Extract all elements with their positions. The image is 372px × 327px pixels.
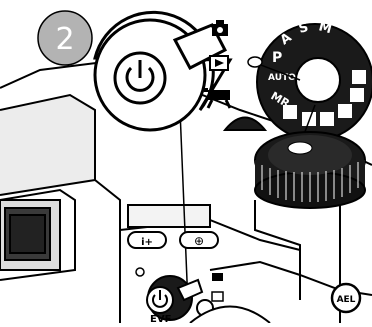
portrait-icon [283, 105, 297, 119]
step-badge: 2 [38, 11, 92, 65]
info-button-label: i+ [141, 237, 153, 248]
indicator-button[interactable] [136, 268, 144, 276]
camera-icon [212, 20, 228, 36]
step-number: 2 [55, 22, 74, 57]
mode-dial: P A S M AUTO MR [248, 19, 372, 140]
evf-label: EVF [150, 314, 171, 323]
mode-label-auto: AUTO [268, 73, 296, 83]
eyepiece [0, 200, 60, 270]
camera-icon-small [212, 273, 223, 281]
magnify-button[interactable]: ⊕ [180, 232, 218, 248]
playback-icon-small [212, 292, 223, 301]
ael-button[interactable]: AEL [332, 284, 360, 312]
magnify-icon: ⊕ [194, 234, 204, 248]
hot-shoe-bump [225, 118, 265, 131]
mode-dial-body [255, 132, 365, 208]
night-portrait-icon [338, 104, 352, 118]
sunset-icon [350, 88, 364, 102]
playback-icon [210, 56, 228, 70]
mode-label-p: P [272, 50, 282, 66]
info-button[interactable]: i+ [128, 232, 166, 248]
landscape-icon [320, 112, 334, 126]
ael-label: AEL [337, 295, 356, 305]
macro-icon [352, 70, 366, 84]
